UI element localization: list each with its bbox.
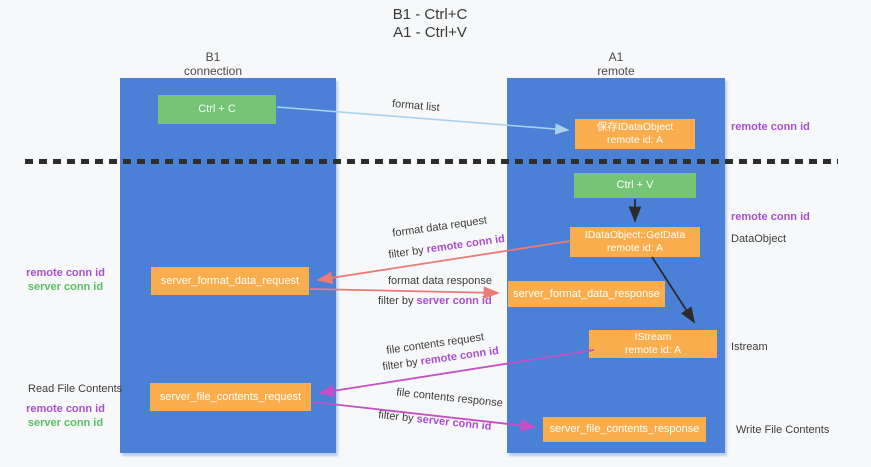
lane-header-a1: A1 remote [556,50,676,78]
istream-line1: IStream [634,331,672,343]
istream-line2: remote id: A [624,344,682,356]
server-format-data-response-label: server_format_data_response [513,287,660,300]
left-conn-id-group-2: remote conn id server conn id [18,402,113,430]
lane-b1-role: connection [183,64,243,78]
title-line-2: A1 - Ctrl+V [393,24,467,41]
session-separator-dashed-line [25,159,838,164]
file-contents-response-edge-label: file contents response [395,386,504,410]
server-conn-id-text-1: server conn id [416,295,492,307]
right-remote-conn-id-label-2: remote conn id [731,211,810,223]
getdata-line1: IDataObject::GetData [584,229,686,241]
server-file-contents-request-box: server_file_contents_request [150,383,311,411]
title-line-1: B1 - Ctrl+C [392,6,468,23]
read-file-contents-label: Read File Contents [28,383,123,395]
left-remote-conn-id-label-1: remote conn id [26,267,105,279]
ctrl-c-box: Ctrl + C [158,95,276,124]
server-format-data-response-box: server_format_data_response [508,281,665,307]
left-conn-id-group-1: remote conn id server conn id [18,266,113,294]
server-file-contents-response-box: server_file_contents_response [543,417,706,442]
filter-by-text-3: filter by [381,355,422,374]
diagram-title: B1 - Ctrl+C A1 - Ctrl+V [330,6,530,42]
save-idataobject-box: 保存IDataObject remote id: A [575,119,695,149]
lane-b1-name: B1 [205,50,221,64]
write-file-contents-label: Write File Contents [736,424,830,436]
file-response-filter-label: filter by server conn id [378,409,492,433]
ctrl-v-box: Ctrl + V [574,173,696,198]
left-server-conn-id-label-1: server conn id [27,281,104,293]
right-remote-conn-id-label-1: remote conn id [731,121,810,133]
lane-header-b1: B1 connection [153,50,273,78]
server-format-data-request-box: server_format_data_request [151,267,309,295]
filter-by-text-4: filter by [377,409,418,426]
left-server-conn-id-label-2: server conn id [27,417,104,429]
save-idataobject-line2: remote id: A [606,134,664,146]
format-data-response-edge-label: format data response [388,275,492,287]
server-file-contents-request-label: server_file_contents_request [159,390,302,403]
lane-a1-name: A1 [608,50,624,64]
ctrl-c-label: Ctrl + C [198,103,236,115]
server-format-data-request-label: server_format_data_request [160,274,300,287]
getdata-line2: remote id: A [606,242,664,254]
ctrl-v-label: Ctrl + V [616,179,654,191]
server-conn-id-text-2: server conn id [415,413,493,433]
format-response-arrow [309,286,500,299]
format-list-edge-label: format list [391,97,441,115]
idataobject-getdata-box: IDataObject::GetData remote id: A [570,227,700,257]
lane-a1-role: remote [597,64,635,78]
left-remote-conn-id-label-2: remote conn id [26,403,105,415]
server-file-contents-response-label: server_file_contents_response [549,423,700,435]
filter-by-text-2: filter by [378,295,417,307]
format-data-request-edge-label: format data request [391,214,488,240]
save-idataobject-line1: 保存IDataObject [596,121,674,133]
remote-conn-id-text-1: remote conn id [425,232,506,256]
istream-side-label: Istream [731,341,768,353]
istream-box: IStream remote id: A [589,330,717,358]
format-response-filter-label: filter by server conn id [378,295,492,307]
filter-by-text-1: filter by [387,243,428,262]
dataobject-side-label: DataObject [731,233,787,245]
